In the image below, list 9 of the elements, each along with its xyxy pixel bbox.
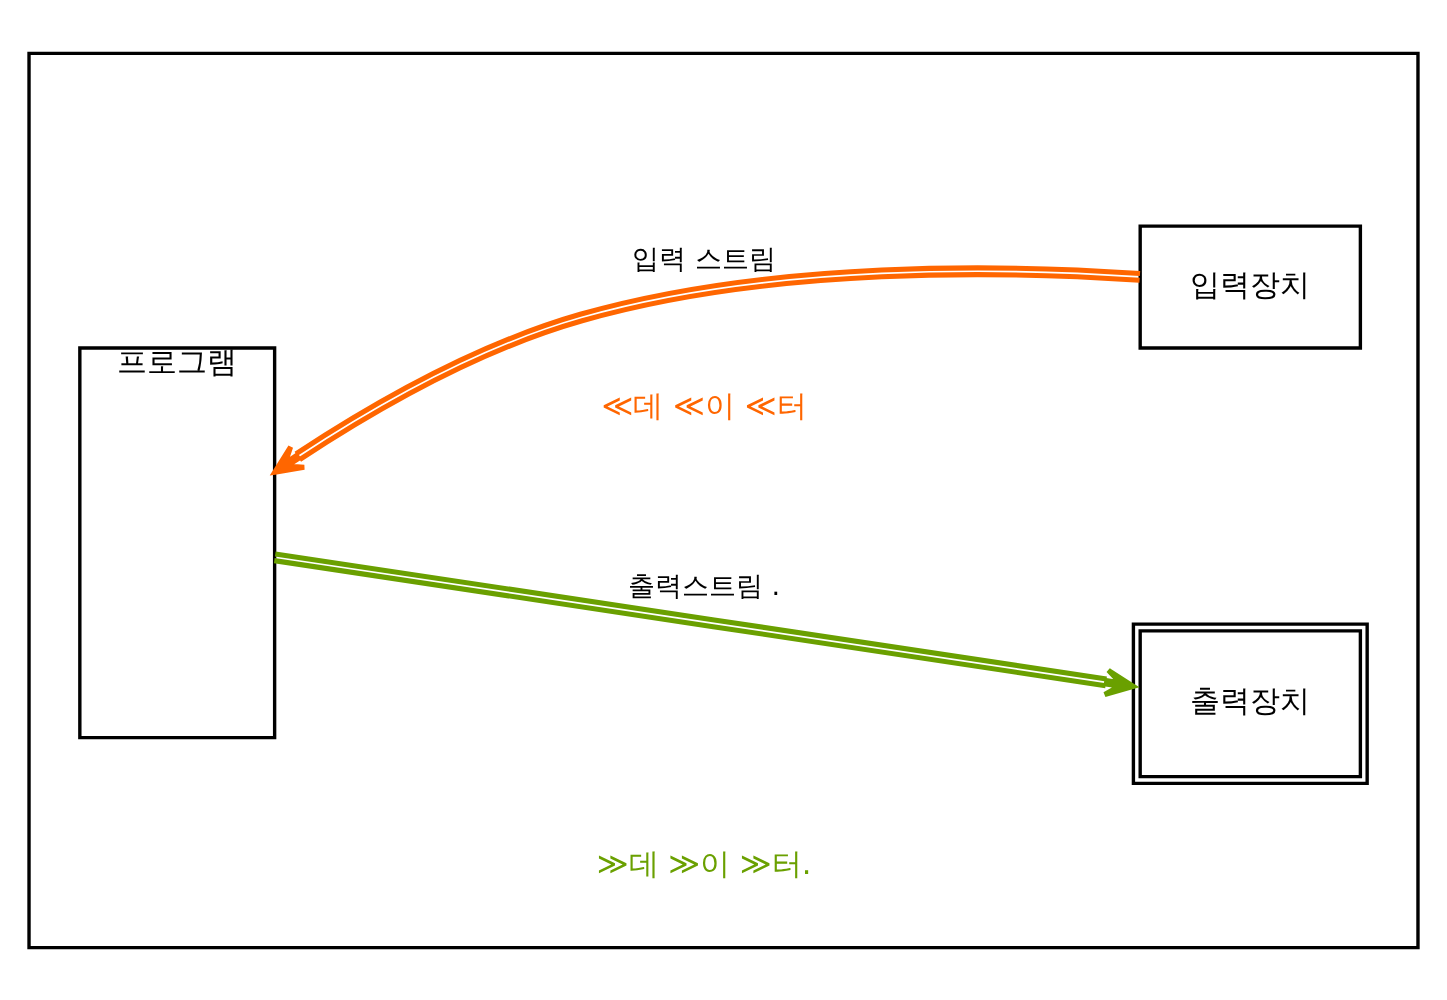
node-box: 출력장치	[1131, 621, 1369, 785]
label: ≪데 ≪이 ≪터	[601, 387, 807, 423]
node-box: 입력장치	[1138, 223, 1363, 350]
cluster	[27, 51, 1420, 949]
edge-label: 출력스트림 .	[627, 569, 781, 601]
edge-label: 입력 스트림	[632, 242, 776, 274]
node-box: 프로그램	[78, 345, 277, 739]
arrow	[272, 264, 1141, 475]
label: ≫데 ≫이 ≫터.	[596, 845, 812, 881]
